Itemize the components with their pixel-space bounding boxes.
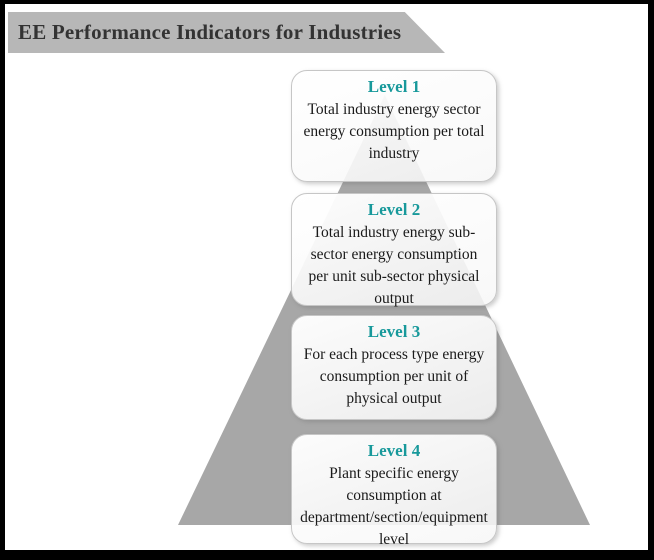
level-3-description: For each process type energy consumption… [303,346,485,407]
level-1-title: Level 1 [367,77,421,96]
level-4-title: Level 4 [367,441,421,460]
level-3-title: Level 3 [367,322,421,341]
page-title: EE Performance Indicators for Industries [18,20,402,44]
level-2-description: Total industry energy sub- sector energy… [308,224,480,307]
level-1-description: Total industry energy sector energy cons… [303,101,485,162]
header-banner: EE Performance Indicators for Industries [8,12,445,53]
level-4-box: Level 4 Plant specific energy consumptio… [291,434,497,548]
level-4-description: Plant specific energy consumption at dep… [300,465,488,548]
level-3-box: Level 3 For each process type energy con… [291,315,497,420]
level-2-box: Level 2 Total industry energy sub- secto… [291,193,497,307]
level-2-title: Level 2 [367,200,421,219]
level-1-box: Level 1 Total industry energy sector ene… [291,70,497,182]
